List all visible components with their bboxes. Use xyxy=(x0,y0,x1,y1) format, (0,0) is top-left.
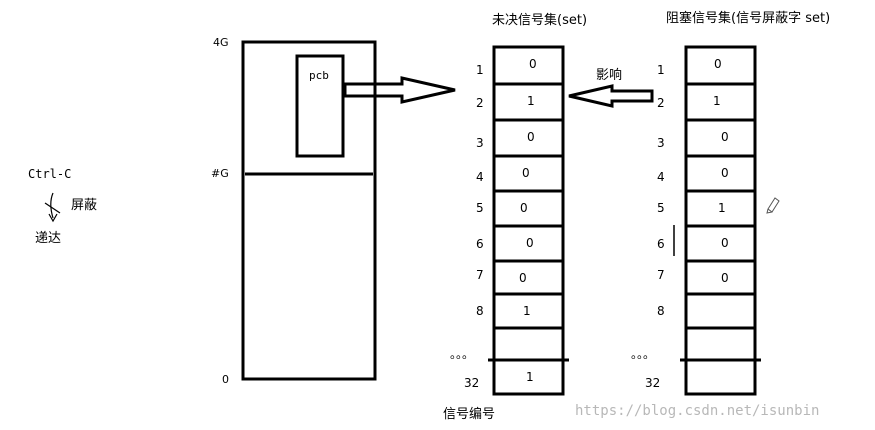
signal-number-label: 。。。 xyxy=(450,347,474,361)
ctrl-c-label: Ctrl-C xyxy=(28,167,71,181)
blocked-label: 屏蔽 xyxy=(71,198,97,213)
signal-number-label: 5 xyxy=(657,201,665,215)
mask-cell-value: 0 xyxy=(714,57,722,71)
process-address-space xyxy=(241,40,377,381)
signal-number-caption: 信号编号 xyxy=(443,407,495,422)
pending-cell-value: 0 xyxy=(522,166,530,180)
mask-influence-arrow xyxy=(568,84,654,108)
mask-set-table: 0 1 0 0 1 0 0 xyxy=(680,45,761,396)
pending-cell-value: 0 xyxy=(529,57,537,71)
signal-number-label: 32 xyxy=(464,376,479,390)
watermark: https://blog.csdn.net/isunbin xyxy=(575,403,819,419)
mask-cell-value: 0 xyxy=(721,166,729,180)
signal-number-label: 4 xyxy=(476,170,484,184)
mask-cell-value: 1 xyxy=(713,94,721,108)
signal-number-label: 。。。 xyxy=(631,347,655,361)
signal-number-label: 5 xyxy=(476,201,484,215)
mask-cell-value: 1 xyxy=(718,201,726,215)
signal-number-label: 7 xyxy=(657,268,665,282)
memory-bottom-label: 0 xyxy=(222,373,229,386)
signal-number-label: 2 xyxy=(476,96,484,110)
signal-number-label: 32 xyxy=(645,376,660,390)
pcb-box xyxy=(295,54,345,158)
signal-number-label: 7 xyxy=(476,268,484,282)
pending-set-table: 0 1 0 0 0 0 0 1 1 xyxy=(488,45,569,396)
mask-set-title: 阻塞信号集(信号屏蔽字 set) xyxy=(666,10,830,26)
signal-number-label: 1 xyxy=(476,63,484,77)
pending-cell-value: 1 xyxy=(523,304,531,318)
pending-cell-value: 0 xyxy=(519,271,527,285)
pending-cell-value: 1 xyxy=(526,370,534,384)
mask-cell-value: 0 xyxy=(721,271,729,285)
blocked-arrow xyxy=(44,192,61,223)
signal-number-label: 6 xyxy=(476,237,484,251)
mask-frame xyxy=(684,45,757,396)
mask-row-numbers: 1 2 3 4 5 6 7 8 。。。 32 xyxy=(631,63,665,390)
signal-number-label: 4 xyxy=(657,170,665,184)
kernel-boundary-label: #G xyxy=(211,167,229,180)
influence-label: 影响 xyxy=(596,67,622,83)
pending-cell-value: 0 xyxy=(527,130,535,144)
pending-cell-value: 1 xyxy=(527,94,535,108)
signal-number-label: 8 xyxy=(476,304,484,318)
pending-cell-value: 0 xyxy=(526,236,534,250)
signal-number-label: 3 xyxy=(657,136,665,150)
pending-frame xyxy=(492,45,565,396)
signal-number-label: 3 xyxy=(476,136,484,150)
pencil-icon xyxy=(766,197,780,214)
signal-number-label: 8 xyxy=(657,304,665,318)
pcb-label: pcb xyxy=(309,69,329,82)
pcb-to-pending-arrow xyxy=(343,76,456,104)
mask-cell-value: 0 xyxy=(721,236,729,250)
mask-cell-value: 0 xyxy=(721,130,729,144)
signal-number-label: 1 xyxy=(657,63,665,77)
pending-row-numbers: 1 2 3 4 5 6 7 8 。。。 32 xyxy=(450,63,484,390)
pending-set-title: 未决信号集(set) xyxy=(492,12,587,28)
delivered-label: 递达 xyxy=(35,231,61,246)
signal-number-label: 6 xyxy=(657,237,665,251)
memory-top-label: 4G xyxy=(213,36,229,49)
signal-number-label: 2 xyxy=(657,96,665,110)
pending-cell-value: 0 xyxy=(520,201,528,215)
